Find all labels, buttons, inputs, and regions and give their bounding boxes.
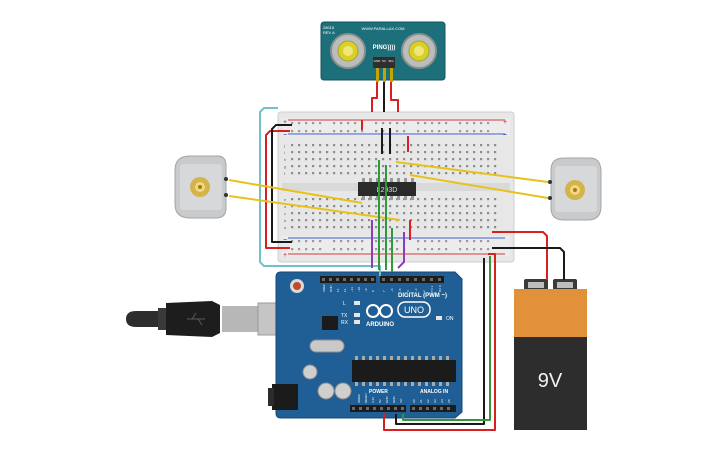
wire-rail-green-bottom xyxy=(402,256,491,421)
analog-pin-label: A4 xyxy=(440,399,444,403)
digital-pin-label: TX 1 xyxy=(430,285,434,292)
row-letter: f xyxy=(284,171,286,176)
digital-pin-label: ~11 xyxy=(350,287,354,292)
digital-pin-label: RX 0 xyxy=(438,285,442,292)
rail-minus-label-bottom: − xyxy=(283,237,287,244)
power-pin-label: GND xyxy=(392,396,396,404)
sensor-pin-5v: 5V xyxy=(382,59,386,63)
wire-red-left xyxy=(265,130,290,249)
battery-label: 9V xyxy=(538,370,563,392)
arduino-model: UNO xyxy=(404,305,424,315)
digital-header-label: DIGITAL (PWM ~) xyxy=(398,293,447,299)
analog-header-label: ANALOG IN xyxy=(420,389,448,395)
rail-minus-label: − xyxy=(283,132,287,139)
digital-pin-label: ~5 xyxy=(398,288,402,292)
led-tx-label: TX xyxy=(341,313,348,319)
power-pin-label: Vin xyxy=(399,398,403,403)
digital-pin-label: 2 xyxy=(422,290,426,292)
row-letter: e xyxy=(284,197,287,202)
wire-rail-red-bottom xyxy=(383,253,496,431)
sensor-model: 28015 xyxy=(323,25,335,30)
analog-pin-label: A2 xyxy=(426,399,430,403)
on-label: ON xyxy=(446,316,454,322)
wire-battery-pos xyxy=(492,231,548,280)
rail-minus-label-right: − xyxy=(503,132,507,139)
dc-motor-left[interactable] xyxy=(174,155,228,219)
wire-motor-right-b xyxy=(409,174,549,199)
digital-pin-label: 7 xyxy=(382,290,386,292)
led-rx-label: RX xyxy=(341,320,349,326)
wire-sensor-gnd xyxy=(371,82,378,112)
analog-pin-label: A1 xyxy=(419,399,423,403)
led-l-label: L xyxy=(343,301,346,307)
row-letter: i xyxy=(284,150,285,155)
digital-pin-label: ~3 xyxy=(414,288,418,292)
wire-rail-black-bottom xyxy=(395,258,485,425)
battery-9v[interactable]: 9V xyxy=(514,279,587,430)
digital-pin-label: ~9 xyxy=(364,288,368,292)
ultrasonic-sensor[interactable]: 28015 REV A WWW.PARALLAX.COM PING)))) GN… xyxy=(320,21,446,82)
digital-pin-label: 4 xyxy=(406,290,410,292)
wire-motor-right-a xyxy=(395,161,549,183)
rail-plus-label-bottom: + xyxy=(283,252,287,259)
row-letter: b xyxy=(284,218,287,223)
power-pin-label: IOREF xyxy=(357,394,361,403)
row-letter: a xyxy=(284,225,287,230)
wire-motor-left-b xyxy=(228,195,401,221)
arduino-infinity-logo xyxy=(366,304,393,318)
rail-plus-label-right: + xyxy=(503,119,507,126)
arduino-brand: ARDUINO xyxy=(366,322,394,328)
analog-pin-label: A0 xyxy=(412,399,416,403)
digital-pin-label: GND xyxy=(329,285,333,293)
wire-motor-left-a xyxy=(228,179,363,204)
power-pin-label: GND xyxy=(385,396,389,404)
wires xyxy=(228,82,565,431)
row-letter: j xyxy=(283,143,285,148)
row-letter: d xyxy=(284,204,286,209)
power-pin-label: 5V xyxy=(378,399,382,403)
analog-pin-label: A5 xyxy=(447,399,451,403)
dc-motor-right[interactable] xyxy=(548,157,602,221)
digital-pin-label: ~10 xyxy=(357,287,361,292)
row-letter: c xyxy=(284,211,286,216)
digital-pin-label: 13 xyxy=(336,288,340,292)
wire-sensor-sig xyxy=(390,82,399,112)
sensor-pin-gnd: GND xyxy=(374,59,382,63)
usb-cable xyxy=(126,301,279,337)
row-letter: g xyxy=(284,164,286,169)
sensor-rev: REV A xyxy=(323,30,335,35)
digital-pin-label: 12 xyxy=(343,288,347,292)
wire-battery-neg xyxy=(492,247,565,280)
sensor-pin-sig: SIG xyxy=(388,59,394,63)
digital-pin-label: ~6 xyxy=(390,288,394,292)
digital-pin-label: 8 xyxy=(371,290,375,292)
row-letter: h xyxy=(284,157,286,162)
wire-black-left xyxy=(271,124,292,243)
analog-pin-label: A3 xyxy=(433,399,437,403)
digital-pin-label: AREF xyxy=(322,284,326,292)
power-header-label: POWER xyxy=(369,389,388,395)
sensor-name: PING)))) xyxy=(373,45,396,51)
wire-purple-2 xyxy=(397,232,405,269)
rail-plus-label: + xyxy=(283,119,287,126)
power-pin-label: 3.3V xyxy=(371,397,375,403)
power-pin-label: RESET xyxy=(364,393,368,403)
sensor-brand-line: WWW.PARALLAX.COM xyxy=(361,26,404,31)
